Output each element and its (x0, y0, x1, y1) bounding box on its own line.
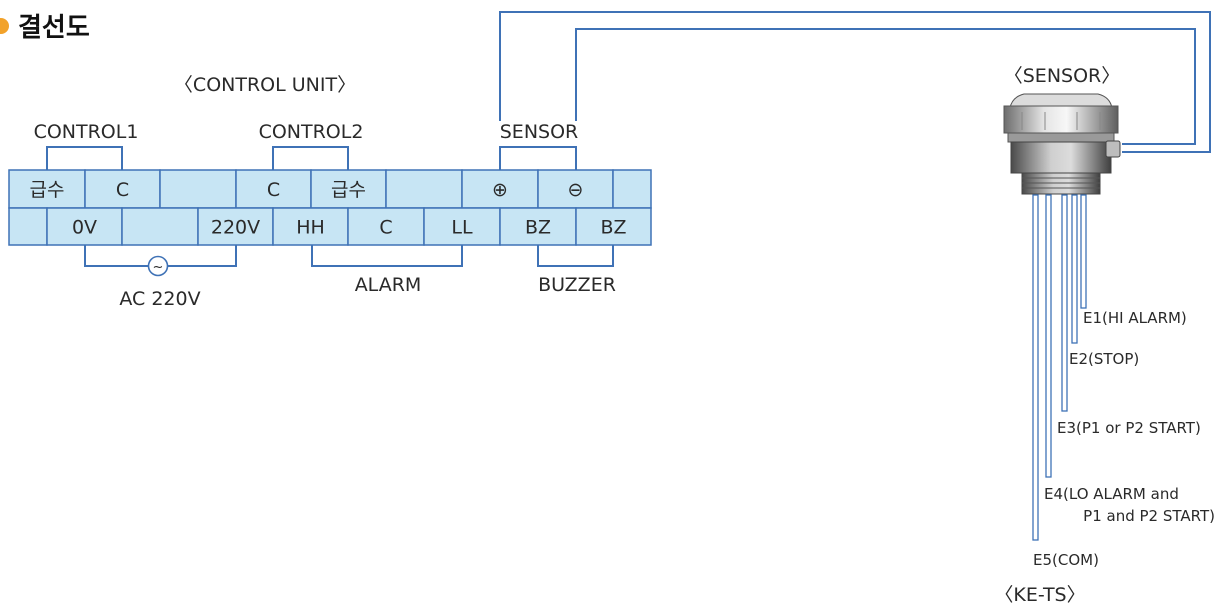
top-terminal-box (537, 169, 614, 209)
top-terminal-1: 급수 (8, 169, 86, 209)
bottom-terminal-label: HH (296, 217, 325, 239)
bottom-terminal-6: C (347, 207, 425, 246)
control1-bracket (46, 146, 123, 170)
ac-power-wire (84, 245, 148, 267)
bottom-terminal-box (499, 207, 577, 246)
bottom-terminal-label: BZ (525, 217, 551, 239)
buzzer-bracket (537, 245, 614, 267)
sensor-bracket (499, 146, 577, 170)
bottom-terminal-2: 0V (46, 207, 123, 246)
bottom-terminal-box (46, 207, 123, 246)
top-terminal-box (310, 169, 387, 209)
electrode-e3-label: E3(P1 or P2 START) (1057, 419, 1201, 437)
top-terminal-label: C (267, 179, 280, 201)
terminal-bottom-row: 0V 220V HH C LL BZ BZ (8, 207, 652, 246)
bottom-terminal-3 (121, 207, 199, 246)
control2-bracket (272, 146, 349, 170)
title-bullet-icon (0, 18, 9, 34)
top-terminal-6 (385, 169, 463, 209)
alarm-label: ALARM (355, 274, 422, 296)
electrode-e5-label: E5(COM) (1033, 551, 1099, 569)
electrode-e1-rod (1080, 194, 1087, 309)
sensor-cable-2 (575, 28, 1196, 145)
electrode-e5-rod (1032, 194, 1039, 541)
alarm-bracket (311, 245, 463, 267)
bottom-terminal-label: LL (451, 217, 473, 239)
top-terminal-box (385, 169, 463, 209)
bottom-terminal-label: 0V (72, 217, 97, 239)
bottom-terminal-box (272, 207, 349, 246)
top-terminal-9 (612, 169, 652, 209)
sensor-device-icon (1003, 93, 1121, 195)
control1-label: CONTROL1 (34, 121, 139, 143)
terminal-top-row: 급수 C C 급수 ⊕ ⊖ (8, 169, 652, 209)
electrode-e4-label: E4(LO ALARM and (1044, 485, 1179, 503)
electrode-e4-label-cont: P1 and P2 START) (1083, 507, 1215, 525)
bottom-terminal-9: BZ (575, 207, 652, 246)
buzzer-label: BUZZER (538, 274, 616, 296)
ac-symbol-icon: ~ (153, 260, 164, 275)
top-terminal-2: C (84, 169, 161, 209)
top-terminal-4: C (235, 169, 312, 209)
top-terminal-3 (159, 169, 237, 209)
bottom-terminal-box (347, 207, 425, 246)
control2-label: CONTROL2 (259, 121, 364, 143)
electrode-e2-label: E2(STOP) (1069, 350, 1139, 368)
bottom-terminal-5: HH (272, 207, 349, 246)
ac-label: AC 220V (119, 288, 200, 310)
electrode-rods (1032, 194, 1087, 541)
top-terminal-box (159, 169, 237, 209)
top-terminal-5: 급수 (310, 169, 387, 209)
bottom-terminal-label: C (379, 217, 392, 239)
top-terminal-8: ⊖ (537, 169, 614, 209)
top-terminal-label: ⊖ (568, 179, 584, 201)
sensor-cable-1 (499, 11, 1211, 153)
bottom-terminal-8: BZ (499, 207, 577, 246)
top-terminal-7: ⊕ (461, 169, 539, 209)
control-unit-caption: 〈CONTROL UNIT〉 (174, 74, 356, 96)
sensor-model-caption: 〈KE-TS〉 (994, 584, 1085, 606)
bottom-terminal-box (8, 207, 48, 246)
top-terminal-box (235, 169, 312, 209)
electrode-e4-rod (1045, 194, 1052, 478)
bottom-terminal-box (121, 207, 199, 246)
bottom-terminal-label: 220V (211, 217, 260, 239)
top-terminal-label: 급수 (30, 179, 65, 201)
sensor-caption: 〈SENSOR〉 (1004, 65, 1121, 87)
top-terminal-label: ⊕ (492, 179, 508, 201)
top-terminal-label: C (116, 179, 129, 201)
ac-source-symbol (147, 255, 169, 277)
bottom-terminal-box (423, 207, 501, 246)
page-title: 결선도 (18, 13, 90, 43)
bottom-terminal-7: LL (423, 207, 501, 246)
top-terminal-label: 급수 (331, 179, 366, 201)
bottom-terminal-label: BZ (600, 217, 626, 239)
top-terminal-box (612, 169, 652, 209)
electrode-e2-rod (1071, 194, 1078, 344)
sensor-terminal-label: SENSOR (500, 121, 579, 143)
bottom-terminal-4: 220V (197, 207, 274, 246)
bottom-terminal-1 (8, 207, 48, 246)
bottom-terminal-box (575, 207, 652, 246)
electrode-e3-rod (1061, 194, 1068, 412)
electrode-e1-label: E1(HI ALARM) (1083, 309, 1187, 327)
ac-power-wire-right (168, 245, 237, 267)
